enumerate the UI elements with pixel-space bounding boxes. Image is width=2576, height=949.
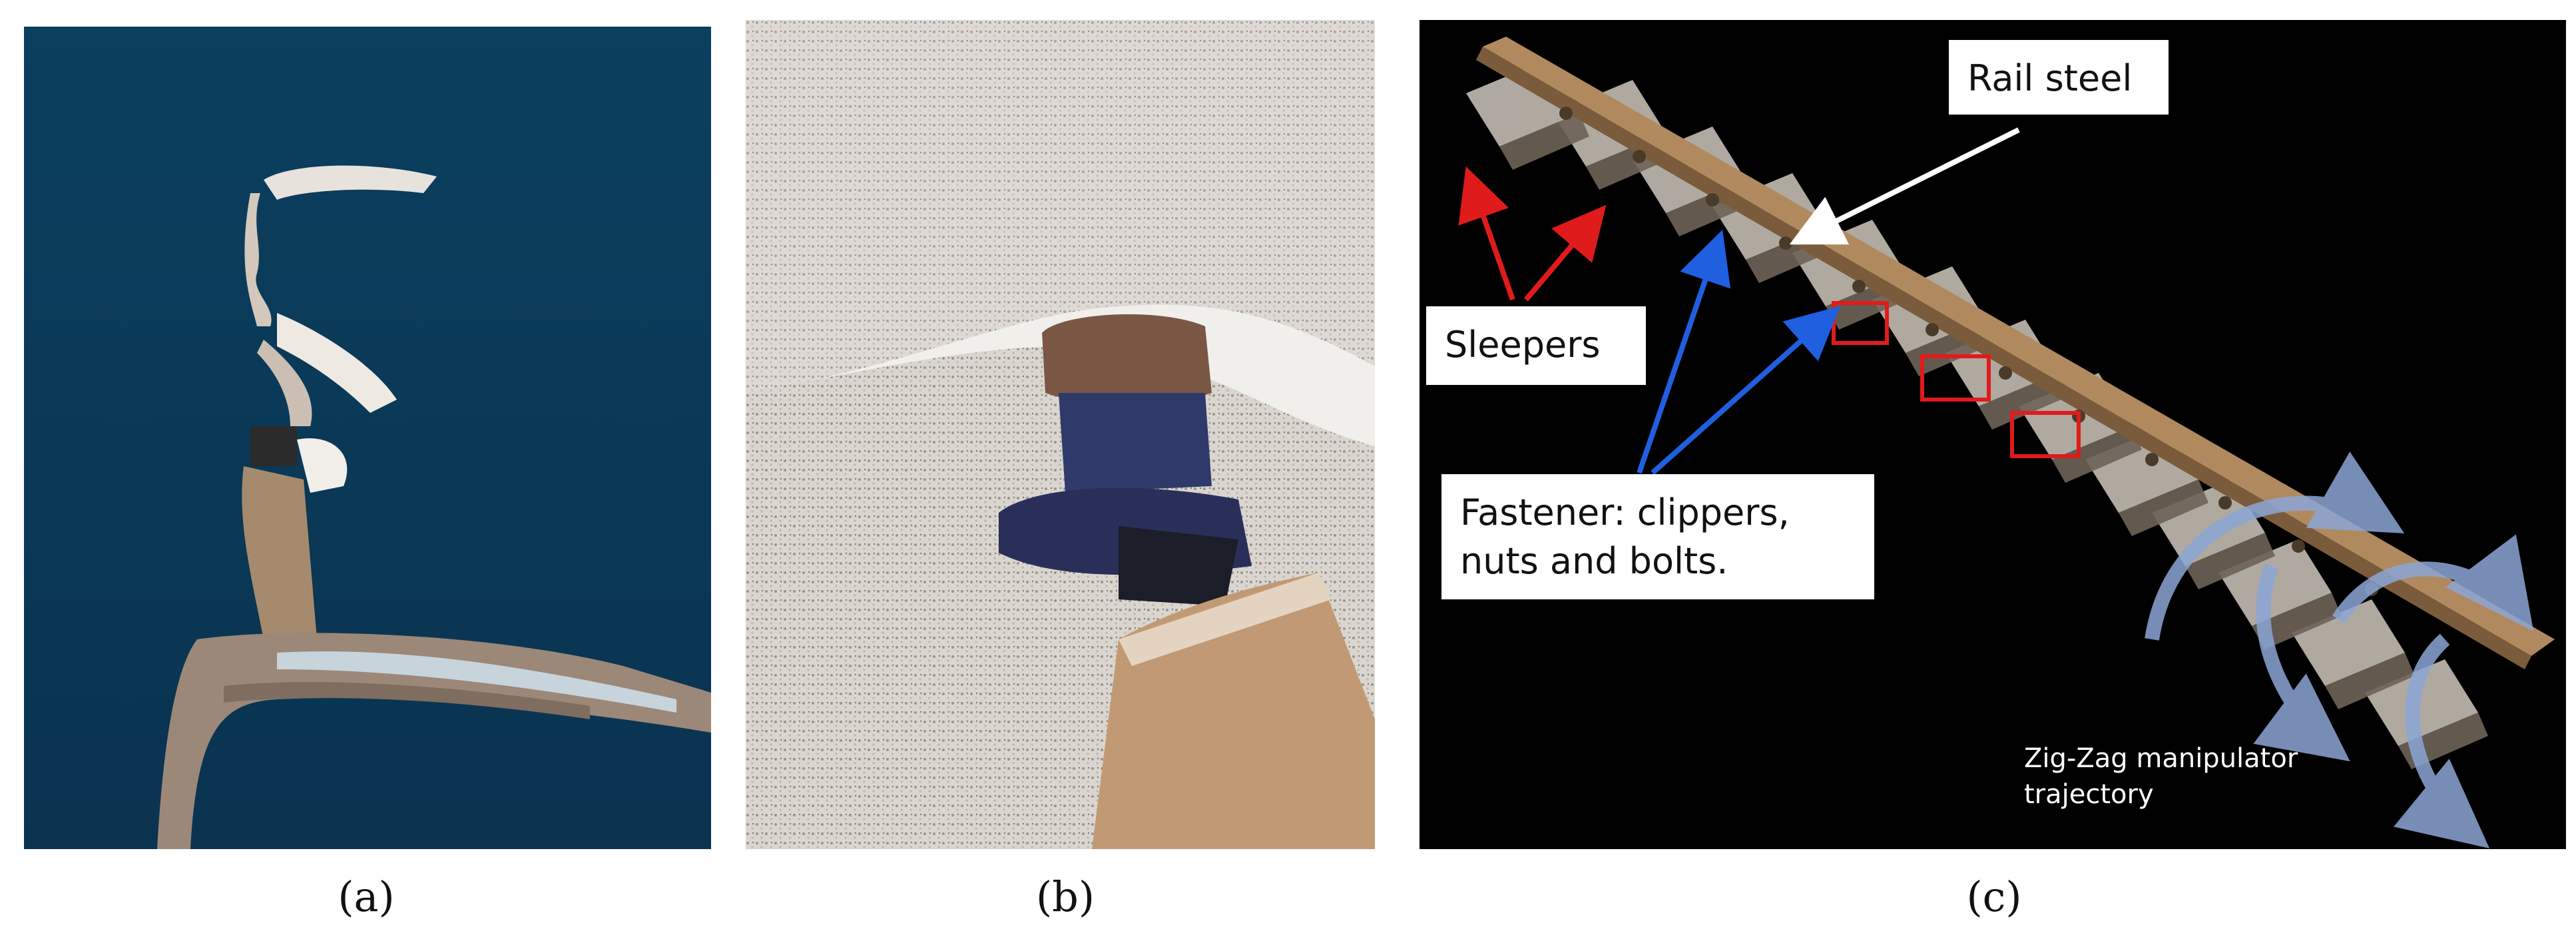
fastener-label-line2: nuts and bolts. xyxy=(1460,539,1728,582)
zigzag-trajectory-arrows xyxy=(2145,452,2534,848)
fastener-arrows xyxy=(1637,229,1840,475)
rail-steel-label: Rail steel xyxy=(1949,40,2169,115)
fastener-highlight-box xyxy=(1920,354,1991,402)
fastener-label-line1: Fastener: clippers, xyxy=(1460,491,1790,533)
point-cloud-a-image xyxy=(24,27,711,849)
caption-a: (a) xyxy=(338,872,395,921)
caption-b: (b) xyxy=(1035,872,1095,921)
rail-steel-label-text: Rail steel xyxy=(1967,57,2133,99)
point-cloud-panel-c xyxy=(1419,20,2566,849)
zigzag-label-line1: Zig-Zag manipulator xyxy=(2024,743,2298,774)
zigzag-trajectory-label: Zig-Zag manipulator trajectory xyxy=(2024,741,2304,812)
point-cloud-panel-b xyxy=(746,20,1375,849)
sleeper-arrows xyxy=(1458,166,1607,302)
sleepers-label: Sleepers xyxy=(1426,306,1646,385)
caption-c: (c) xyxy=(1966,872,2022,921)
rail-arrow xyxy=(1789,127,2020,245)
fastener-label: Fastener: clippers, nuts and bolts. xyxy=(1441,474,1874,599)
sleepers-label-text: Sleepers xyxy=(1445,324,1601,366)
point-cloud-panel-a xyxy=(24,27,711,849)
point-cloud-b-image xyxy=(746,20,1375,849)
zigzag-label-line2: trajectory xyxy=(2024,779,2154,810)
fastener-highlight-box xyxy=(2010,411,2081,458)
track-overview-image xyxy=(1419,20,2566,849)
